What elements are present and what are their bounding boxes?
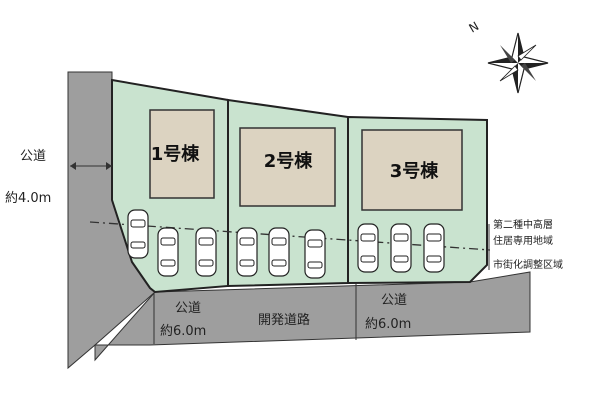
zoning-upper-label-2: 住居専用地域 [493,234,553,247]
south-left-road-label-2: 約6.0m [160,324,206,339]
building-1-label: 1号棟 [151,143,201,165]
building-3-footprint [361,129,463,211]
compass-north-label: N [467,19,482,36]
parking-car-icon [357,223,379,273]
west-road-label-1: 公道 [20,149,46,164]
south-left-road-label-1: 公道 [175,301,201,316]
west-road-label-2: 約4.0m [5,191,51,206]
building-1-footprint [149,109,215,199]
parking-car-icon [304,229,326,279]
parking-car-icon [268,227,290,277]
parking-car-icon [390,223,412,273]
building-3-label: 3号棟 [390,160,440,182]
parking-car-icon [157,227,179,277]
parking-cars [127,209,445,279]
parking-car-icon [195,227,217,277]
compass-rose-icon [487,32,549,94]
building-2-label: 2号棟 [264,150,314,172]
parking-car-icon [236,227,258,277]
south-right-road-label-2: 約6.0m [365,317,411,332]
parking-car-icon [127,209,149,259]
south-road [94,271,531,362]
zoning-lower-label: 市街化調整区域 [493,258,563,271]
development-road-label: 開発道路 [258,312,310,328]
zoning-upper-label-1: 第二種中高層 [493,218,553,231]
parking-car-icon [423,223,445,273]
building-2-footprint [239,127,336,207]
south-right-road-label-1: 公道 [381,293,407,308]
